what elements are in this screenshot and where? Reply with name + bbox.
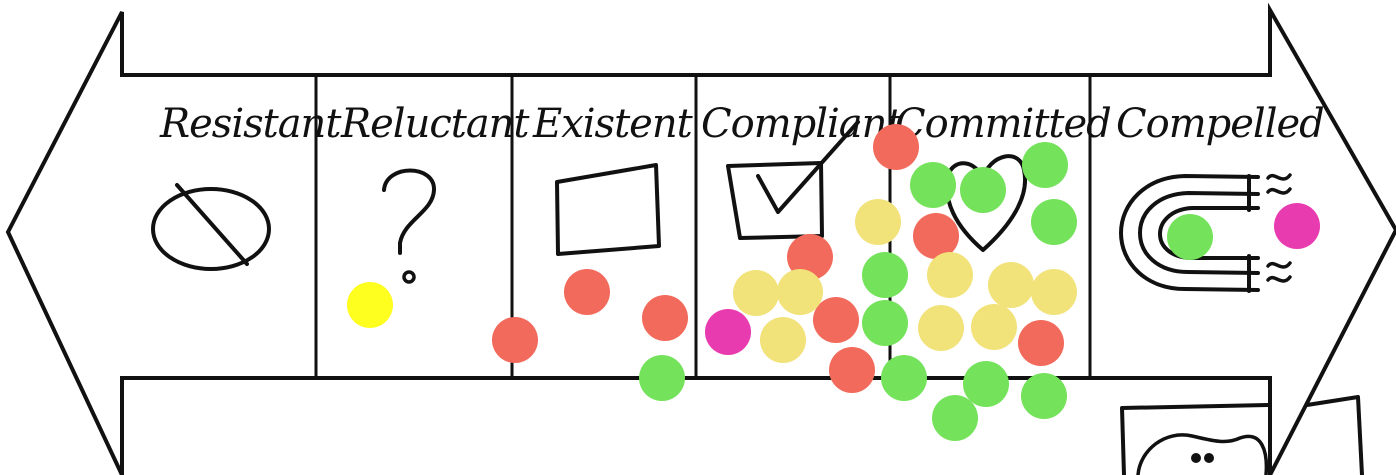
vote-dot-existent-red (564, 269, 610, 315)
vote-dot-reluctant-bright_yellow (347, 282, 393, 328)
vote-dot-committed-yellow (927, 252, 973, 298)
vote-dot-existent-red (492, 317, 538, 363)
vote-dot-committed-green (862, 252, 908, 298)
vote-dot-compliant-red (829, 347, 875, 393)
vote-dot-committed-yellow (918, 305, 964, 351)
vote-dot-committed-green (910, 162, 956, 208)
stage-label-reluctant: Reluctant (340, 101, 530, 147)
stage-label-existent: Existent (532, 101, 694, 147)
magnet-icon (1119, 173, 1292, 293)
stage-label-resistant: Resistant (159, 101, 342, 147)
vote-dot-existent-red (642, 295, 688, 341)
vote-dot-committed-yellow (988, 262, 1034, 308)
vote-dot-committed-red (1018, 320, 1064, 366)
empty-box-icon (555, 163, 661, 256)
vote-dot-committed-green (963, 361, 1009, 407)
vote-dot-compliant-yellow (777, 269, 823, 315)
vote-dot-committed-yellow (971, 304, 1017, 350)
stage-label-committed: Committed (895, 101, 1111, 147)
vote-dot-committed-green (881, 355, 927, 401)
vote-dot-committed-green (932, 395, 978, 441)
face-card-icon (1120, 395, 1364, 475)
vote-dot-committed-green (1021, 373, 1067, 419)
vote-dot-compliant-magenta (705, 309, 751, 355)
vote-dot-compelled-green (1167, 214, 1213, 260)
vote-dot-compliant-red (787, 234, 833, 280)
vote-dot-committed-green (1031, 199, 1077, 245)
stage-label-compelled: Compelled (1116, 101, 1324, 147)
vote-dot-compliant-yellow (855, 199, 901, 245)
prohibition-circle-icon (151, 183, 271, 271)
vote-dot-committed-green (862, 300, 908, 346)
vote-dot-committed-green (1022, 142, 1068, 188)
vote-dot-compliant-red (873, 124, 919, 170)
vote-dot-compliant-yellow (733, 270, 779, 316)
stage-label-compliant: Compliant (701, 101, 903, 147)
vote-dot-compelled-magenta (1274, 203, 1320, 249)
vote-dot-existent-green (639, 355, 685, 401)
checkbox-checked-icon (726, 120, 860, 240)
vote-dot-compliant-red (813, 297, 859, 343)
vote-dot-committed-green (960, 167, 1006, 213)
vote-dot-committed-yellow (1031, 269, 1077, 315)
vote-dots (347, 124, 1320, 441)
vote-dot-committed-red (913, 213, 959, 259)
question-mark-icon (382, 168, 437, 284)
vote-dot-compliant-yellow (760, 317, 806, 363)
